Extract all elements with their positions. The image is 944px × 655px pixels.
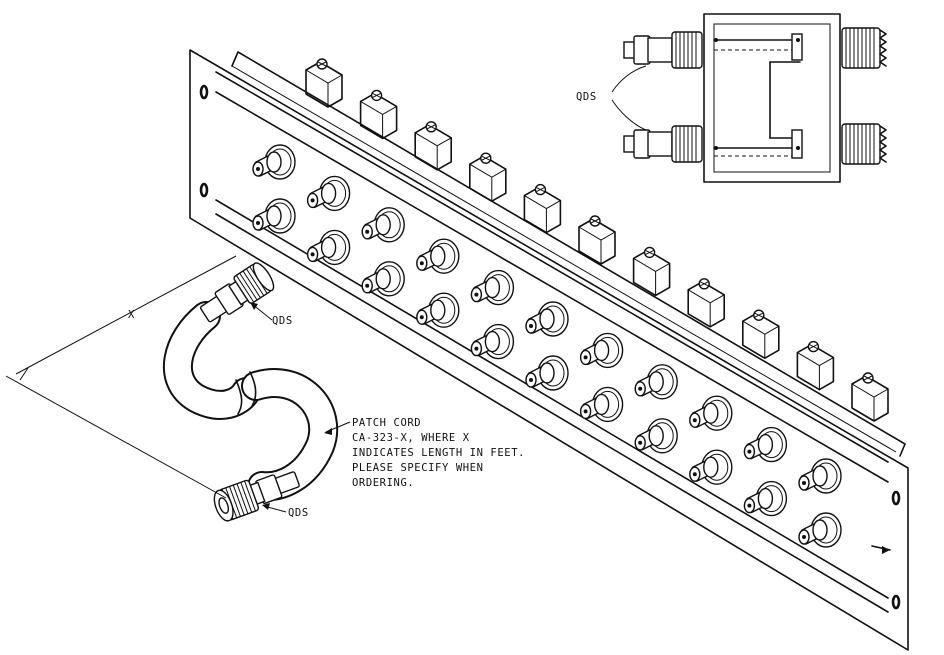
patch-panel xyxy=(189,49,909,651)
front-jack xyxy=(306,175,351,212)
front-jacks xyxy=(252,144,842,548)
front-jack xyxy=(689,395,733,431)
panel-top-rail-inner xyxy=(215,91,889,483)
rear-jack-block xyxy=(305,58,343,108)
mounting-hole xyxy=(199,84,209,100)
front-jack xyxy=(470,269,515,306)
rear-jack-block xyxy=(414,121,452,171)
front-jack xyxy=(634,364,678,400)
leader-arrowhead-3 xyxy=(324,428,332,435)
front-jack xyxy=(689,449,733,485)
lower-plug xyxy=(213,471,300,522)
front-jack xyxy=(361,207,405,243)
panel-arrow-head xyxy=(882,546,890,554)
patch-cord xyxy=(163,262,339,522)
inset-leader-top xyxy=(611,65,647,93)
inset-node-2 xyxy=(796,146,800,150)
upper-plug xyxy=(199,262,275,323)
inset-frame xyxy=(703,13,841,183)
rear-jack-block xyxy=(578,215,616,265)
inset-node xyxy=(796,38,800,42)
patch-cord-note-line-1: PATCH CORD xyxy=(352,417,421,429)
rear-jack-block xyxy=(523,183,562,234)
panel-bottom-rail xyxy=(215,199,889,599)
front-jack xyxy=(798,458,842,494)
rear-jack-block xyxy=(851,372,889,422)
cable-break-mark xyxy=(235,379,243,415)
inset-jack-contact xyxy=(791,129,803,159)
rear-jack-block xyxy=(796,340,835,391)
front-jack xyxy=(579,386,624,423)
inset-jack-contact xyxy=(791,33,803,61)
panel-bottom-rail-inner xyxy=(215,213,889,613)
patch-cord-note: PATCH CORD CA-323-X, WHERE X INDICATES L… xyxy=(352,417,525,489)
inset-plug-top xyxy=(623,31,703,69)
qds-upper-plug-label: QDS xyxy=(272,315,293,327)
dimension-line xyxy=(5,375,227,499)
length-x-label: X xyxy=(128,309,135,321)
rear-jack-block xyxy=(742,309,780,359)
mounting-hole xyxy=(891,490,901,506)
front-jack xyxy=(252,144,296,180)
mounting-hole xyxy=(891,594,901,610)
dimension-tick xyxy=(19,367,29,381)
front-jack xyxy=(579,332,624,369)
panel-front-face xyxy=(189,49,909,651)
rear-jack-blocks xyxy=(305,58,889,422)
patch-cord-note-line-2: CA-323-X, WHERE X xyxy=(352,432,470,444)
rear-jack-block xyxy=(359,89,398,140)
front-jack xyxy=(634,418,678,454)
leader-arrowhead xyxy=(250,302,258,310)
panel-top-edge xyxy=(231,65,897,453)
qds-inset-label: QDS xyxy=(576,91,597,103)
inset-schematic: QDS xyxy=(576,13,887,183)
front-jack xyxy=(743,426,788,463)
inset-leader-bottom xyxy=(611,99,647,131)
mounting-hole xyxy=(199,182,209,198)
qds-lower-plug-label: QDS xyxy=(288,507,309,519)
rear-jack-block xyxy=(469,152,507,202)
front-jack xyxy=(470,323,515,360)
patch-cord-note-line-3: INDICATES LENGTH IN FEET. xyxy=(352,447,525,459)
rear-jack-block xyxy=(687,278,725,328)
inset-rear-connector-bottom xyxy=(841,123,887,165)
leader-arrowhead-2 xyxy=(262,503,270,510)
inset-circuit-stubs xyxy=(769,61,801,139)
front-jack xyxy=(743,480,788,517)
rear-jack-block xyxy=(632,246,671,297)
front-jack xyxy=(798,512,842,548)
front-jack xyxy=(416,238,460,274)
front-jack xyxy=(525,355,569,391)
length-dimension: X xyxy=(5,255,237,499)
inset-node-4 xyxy=(714,146,718,150)
front-jack xyxy=(306,229,351,266)
patch-cord-note-line-5: ORDERING. xyxy=(352,477,414,489)
front-jack xyxy=(525,301,569,337)
inset-node-3 xyxy=(714,38,718,42)
front-jack xyxy=(416,292,460,328)
dimension-extension-top xyxy=(15,255,237,375)
inset-rear-connector-top xyxy=(841,27,887,69)
labels-layer: QDS QDS PATCH CORD CA-323-X, WHERE X IND… xyxy=(250,302,525,519)
cable-break-mark-2 xyxy=(249,371,257,407)
inset-plug-bottom xyxy=(623,125,703,163)
front-jack xyxy=(361,261,405,297)
panel-top-depth xyxy=(231,51,906,457)
panel-top-rail xyxy=(215,71,889,463)
inset-frame-inner xyxy=(713,23,831,173)
patch-cord-note-line-4: PLEASE SPECIFY WHEN xyxy=(352,462,484,474)
front-jack xyxy=(252,198,296,234)
